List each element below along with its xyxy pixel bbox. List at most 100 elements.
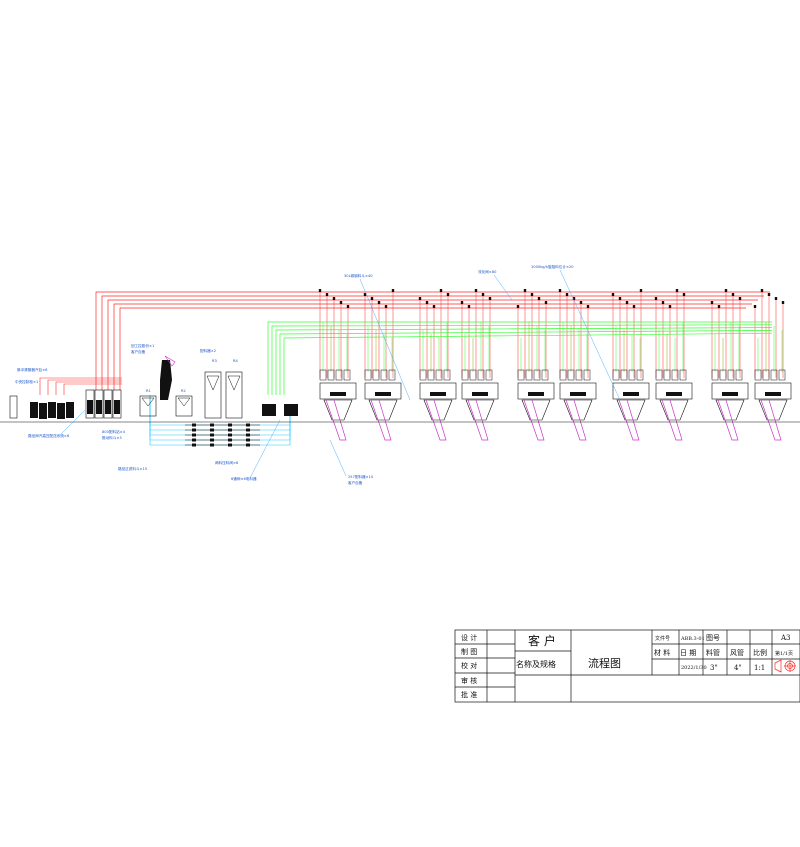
discharge-chute <box>661 399 683 441</box>
manifold-valve-icon <box>210 433 214 437</box>
manifold-valve-icon <box>192 443 196 447</box>
mixer-frame <box>655 382 693 400</box>
mini-hopper <box>711 369 719 381</box>
red-air-header <box>95 291 770 390</box>
mixer-frame <box>754 382 792 400</box>
valve-icon <box>339 301 343 304</box>
label-bottom-3: 6通阀×6电料器 <box>231 476 257 481</box>
valve-icon <box>760 289 764 292</box>
weigh-station-core <box>96 400 102 414</box>
tag-r4: R4 <box>233 359 238 363</box>
blower-unit <box>284 404 298 416</box>
green-pipe-lines <box>267 321 783 395</box>
valve-icon <box>325 293 329 296</box>
valve-icon <box>481 293 485 296</box>
weigh-station <box>85 389 95 419</box>
mini-hopper <box>567 369 575 381</box>
mini-hopper <box>364 369 372 381</box>
mixer-frame <box>612 382 650 400</box>
tb-design: 设 计 <box>461 633 477 642</box>
mini-hopper <box>327 369 335 381</box>
valve-icon <box>384 305 388 308</box>
valve-icon <box>781 301 785 304</box>
tb-check: 校 对 <box>461 661 477 670</box>
manifold-valve-icon <box>246 443 250 447</box>
green-material-header <box>275 327 773 395</box>
tb-size-3: 3" <box>710 664 718 672</box>
mixer-cone <box>465 399 495 421</box>
valve-icon <box>724 289 728 292</box>
mini-hopper <box>443 369 451 381</box>
valve-icon <box>668 305 672 308</box>
mixer-cone <box>323 399 353 421</box>
mixer-motor <box>666 392 682 396</box>
mini-hopper <box>575 369 583 381</box>
tb-approve: 批 准 <box>461 690 477 699</box>
manifold-valve-icon <box>228 433 232 437</box>
discharge-chute <box>370 399 392 441</box>
title-block-text: 设 计 制 图 校 对 审 核 批 准 客 户 名称及规格 流程图 文件号 AB… <box>461 633 796 699</box>
doser-box <box>139 395 157 417</box>
red-feed-line <box>55 381 122 395</box>
projection-symbol-icon <box>774 659 796 673</box>
title-block <box>454 629 800 703</box>
label-top-a: 30L碳钢料斗×40 <box>344 273 373 278</box>
manifold-valve-icon <box>228 443 232 447</box>
valve-icon <box>377 301 381 304</box>
tb-review: 审 核 <box>461 676 477 685</box>
manifold-valve-icon <box>228 423 232 427</box>
weigh-station <box>94 389 104 419</box>
mini-hopper <box>335 369 343 381</box>
silo-cone <box>227 375 241 391</box>
tb-doc-no: ABB.3-01 <box>680 636 705 642</box>
discharge-chute <box>425 399 447 441</box>
weigh-station <box>103 389 113 419</box>
pulse-unit <box>57 403 65 419</box>
mixer-frame <box>364 382 402 400</box>
mini-hopper <box>525 369 533 381</box>
robot-arm-icon <box>160 360 172 400</box>
mini-hopper <box>727 369 735 381</box>
manifold-valve-icon <box>246 423 250 427</box>
mini-hopper <box>517 369 525 381</box>
mini-hopper <box>419 369 427 381</box>
pulse-unit <box>39 403 47 419</box>
mixer-motor <box>765 392 781 396</box>
red-feed-line <box>63 383 122 395</box>
valve-icon <box>391 289 395 292</box>
mixer-motor <box>570 392 586 396</box>
mixer-cone <box>758 399 788 421</box>
tb-client: 客 户 <box>528 633 556 648</box>
mixer-motor <box>472 392 488 396</box>
mixer-frame <box>711 382 749 400</box>
mini-hopper <box>533 369 541 381</box>
valve-icon <box>332 297 336 300</box>
mini-hopper <box>541 369 549 381</box>
valve-icon <box>530 293 534 296</box>
mini-hopper <box>388 369 396 381</box>
valve-icon <box>731 293 735 296</box>
mini-hopper <box>636 369 644 381</box>
valve-icon <box>774 297 778 300</box>
mixer-motor <box>623 392 639 396</box>
tb-doc-no-label: 文件号 <box>655 635 670 642</box>
manifold-valve-icon <box>210 423 214 427</box>
valve-icon <box>710 301 714 304</box>
tb-sheet-size: A3 <box>780 634 791 642</box>
discharge-chute <box>760 399 782 441</box>
mini-hopper <box>469 369 477 381</box>
red-air-header <box>101 295 764 390</box>
valve-icon <box>618 297 622 300</box>
label-mid-4: 800配料站×4 <box>102 429 126 434</box>
tb-page: 第1/1页 <box>775 650 793 657</box>
mini-hopper <box>679 369 687 381</box>
manifold-valve-icon <box>228 428 232 432</box>
mini-hopper <box>620 369 628 381</box>
manifold-valve-icon <box>210 428 214 432</box>
mini-hopper <box>435 369 443 381</box>
red-pipe-lines <box>39 289 785 395</box>
label-mid-3: 配料器×2 <box>200 348 216 353</box>
valve-icon <box>654 297 658 300</box>
label-mid-1: 回工控股份×1 <box>131 343 154 348</box>
valve-icon <box>363 293 367 296</box>
